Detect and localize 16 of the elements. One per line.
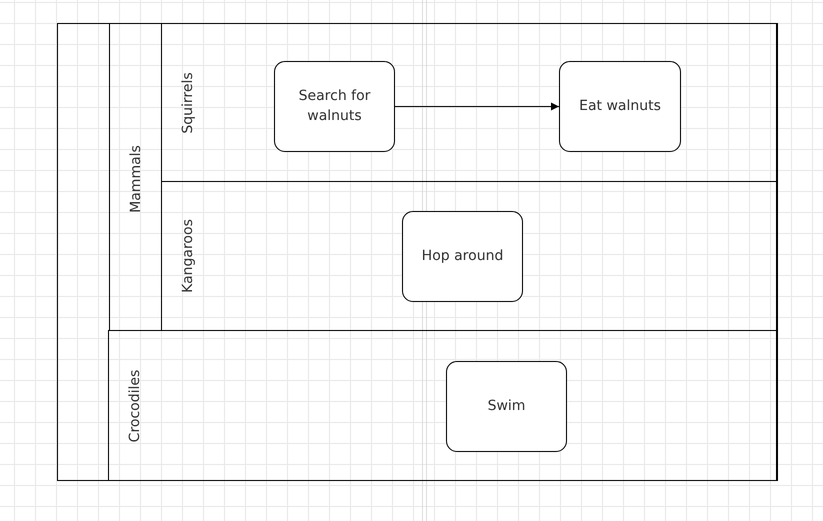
arrow [394, 102, 560, 110]
lane-label: Crocodiles [127, 370, 143, 442]
lane-label: Squirrels [180, 72, 196, 134]
pool-box [57, 23, 777, 481]
process-box [402, 211, 523, 302]
lane-label: Mammals [128, 145, 144, 213]
process-label: Swim [488, 396, 526, 416]
process-label: Eat walnuts [579, 96, 661, 116]
process-label: Search for walnuts [298, 86, 372, 126]
lane-label: Kangaroos [180, 219, 196, 293]
swimlane [109, 23, 778, 331]
process-box [446, 361, 567, 452]
process-box [274, 61, 395, 152]
swimlane [108, 330, 778, 481]
process-label: Hop around [422, 246, 504, 266]
process-box [559, 61, 681, 152]
